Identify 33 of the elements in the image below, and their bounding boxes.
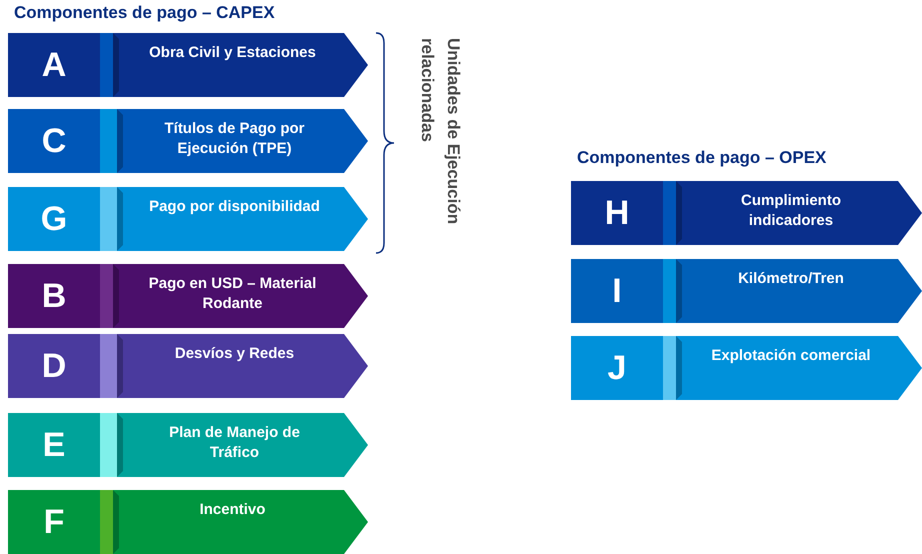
chevron-banner <box>8 187 368 251</box>
section-heading: Componentes de pago – CAPEX <box>14 3 275 23</box>
component-label: Kilómetro/Tren <box>737 269 845 289</box>
component-label: Pago por disponibilidad <box>148 197 321 217</box>
component-letter: C <box>40 120 68 162</box>
component-label: Plan de Manejo de Tráfico <box>168 423 301 463</box>
component-label: Desvíos y Redes <box>174 344 296 364</box>
component-label: Explotación comercial <box>710 346 872 366</box>
component-letter: D <box>40 346 68 386</box>
chevron-banner <box>8 334 368 398</box>
chevron-banner <box>571 336 922 400</box>
component-label: Pago en USD – Material Rodante <box>148 274 318 314</box>
component-label: Cumplimiento indicadores <box>740 191 842 231</box>
chevron-banner <box>8 109 368 173</box>
chevron-banner <box>8 33 368 97</box>
chevron-banner <box>8 490 368 554</box>
chevron-banner <box>8 264 368 328</box>
chevron-banner <box>571 259 922 323</box>
chevron-banner <box>8 413 368 477</box>
component-letter: I <box>611 270 623 312</box>
component-label: Incentivo <box>198 500 266 520</box>
component-letter: A <box>40 44 68 86</box>
component-letter: F <box>42 502 66 542</box>
component-letter: G <box>40 198 68 240</box>
component-label: Títulos de Pago por Ejecución (TPE) <box>163 119 306 159</box>
chevron-banner <box>571 181 922 245</box>
bracket-caption: Unidades de Ejecución relacionadas <box>418 38 464 226</box>
component-letter: H <box>604 192 630 234</box>
component-label: Obra Civil y Estaciones <box>148 43 317 63</box>
section-heading: Componentes de pago – OPEX <box>577 148 826 168</box>
component-letter: E <box>42 424 66 466</box>
component-letter: B <box>40 276 68 316</box>
component-letter: J <box>606 348 628 388</box>
